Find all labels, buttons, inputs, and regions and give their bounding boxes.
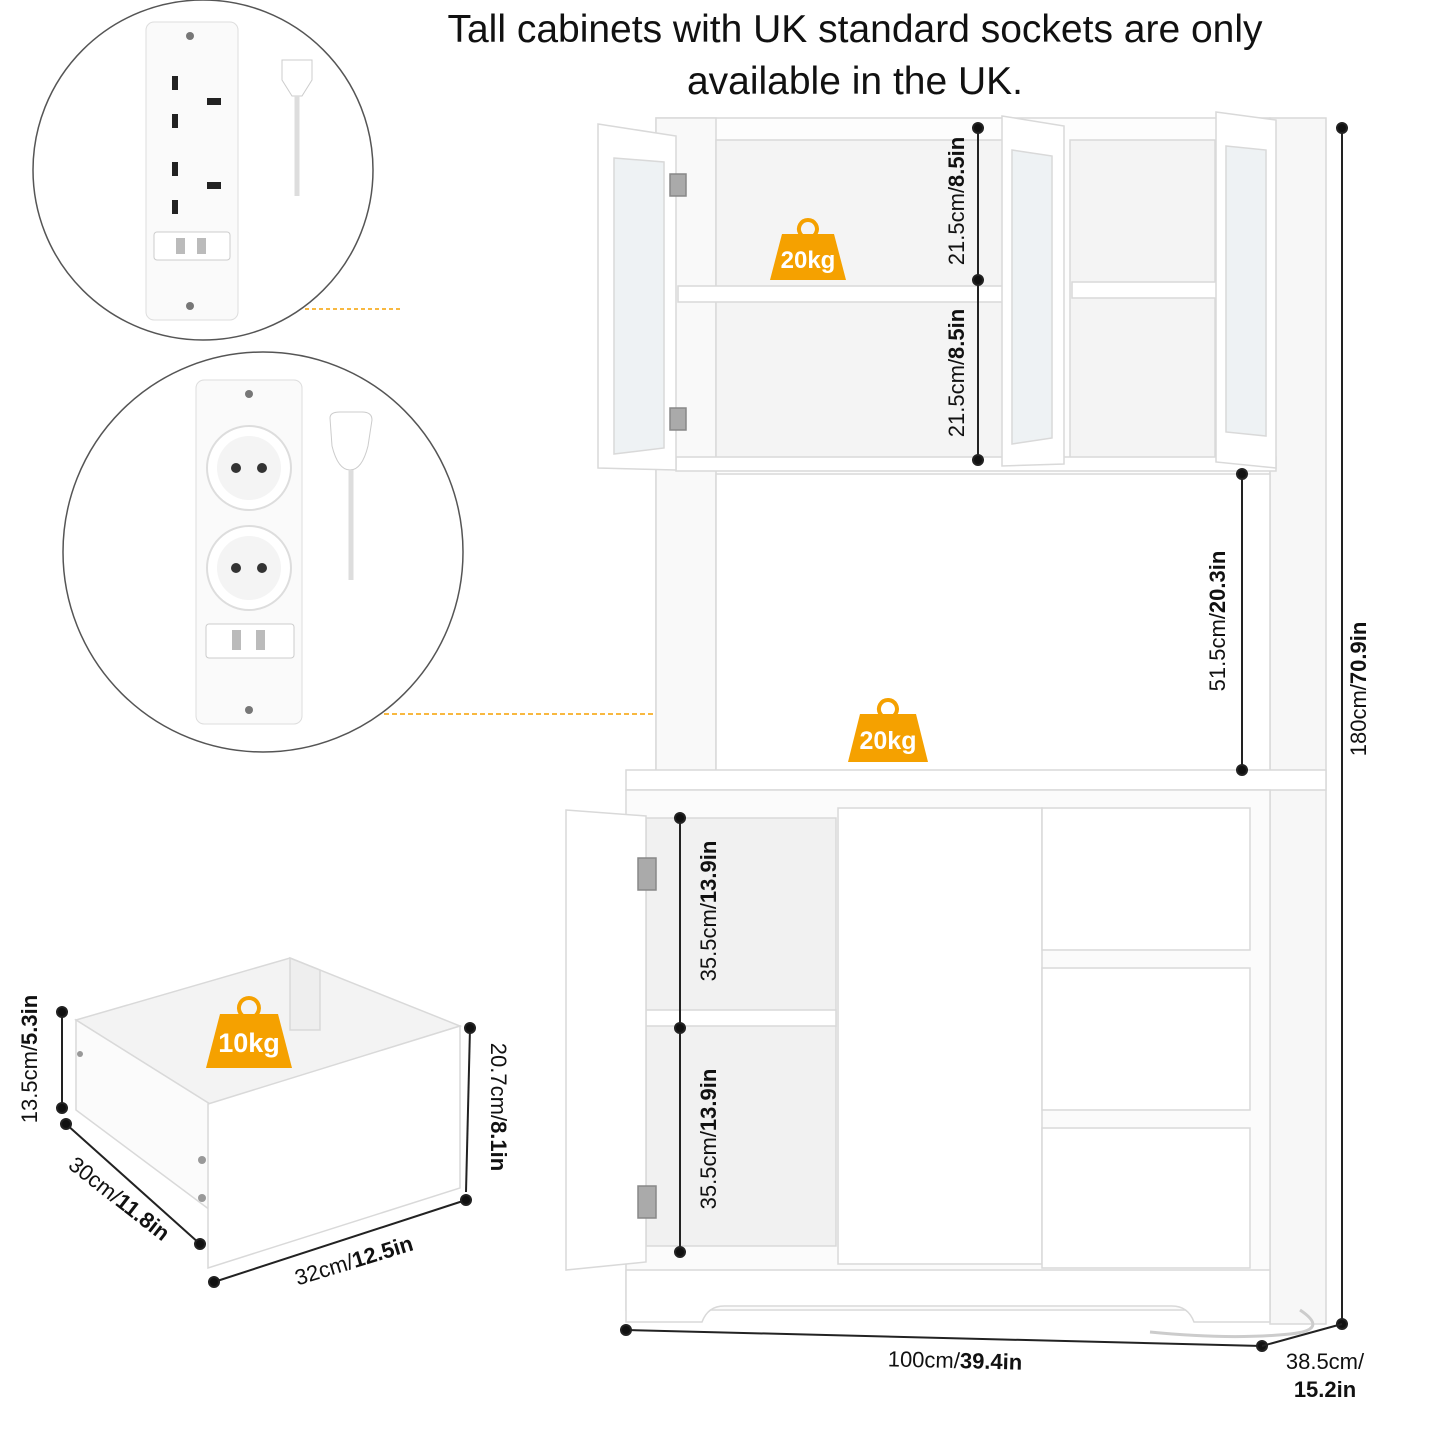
dim-hutch-opening: 51.5cm/20.3in — [1205, 550, 1230, 692]
weight-badge-counter: 20kg — [848, 698, 928, 762]
title-line-2: available in the UK. — [686, 60, 1024, 103]
dim-depth: 38.5cm/15.2in — [1285, 1349, 1365, 1402]
dim-lower-top: 35.5cm/13.9in — [696, 840, 721, 982]
header-title: Tall cabinets with UK standard sockets a… — [330, 4, 1380, 108]
dim-upper-top: 21.5cm/8.5in — [944, 136, 969, 266]
dim-total-height: 180cm/70.9in — [1346, 621, 1371, 757]
weight-badge-upper: 20kg — [770, 218, 846, 280]
eu-socket-detail — [62, 351, 1165, 767]
weight-label-counter: 20kg — [860, 727, 917, 755]
weight-label-upper: 20kg — [781, 247, 836, 274]
dim-upper-bottom: 21.5cm/8.5in — [944, 308, 969, 438]
dim-drawer-front: 20.7cm/8.1in — [486, 1042, 511, 1172]
cabinet — [565, 111, 1327, 1339]
dim-width: 100cm/39.4in — [887, 1346, 1023, 1375]
dimension-lines — [56, 122, 1348, 1352]
dim-lower-bottom: 35.5cm/13.9in — [696, 1068, 721, 1210]
uk-socket-detail — [32, 0, 400, 341]
dim-drawer-height: 13.5cm/5.3in — [17, 994, 42, 1124]
title-line-1: Tall cabinets with UK standard sockets a… — [447, 8, 1263, 51]
weight-badge-drawer: 10kg — [206, 996, 292, 1068]
weight-label-drawer: 10kg — [218, 1028, 280, 1058]
